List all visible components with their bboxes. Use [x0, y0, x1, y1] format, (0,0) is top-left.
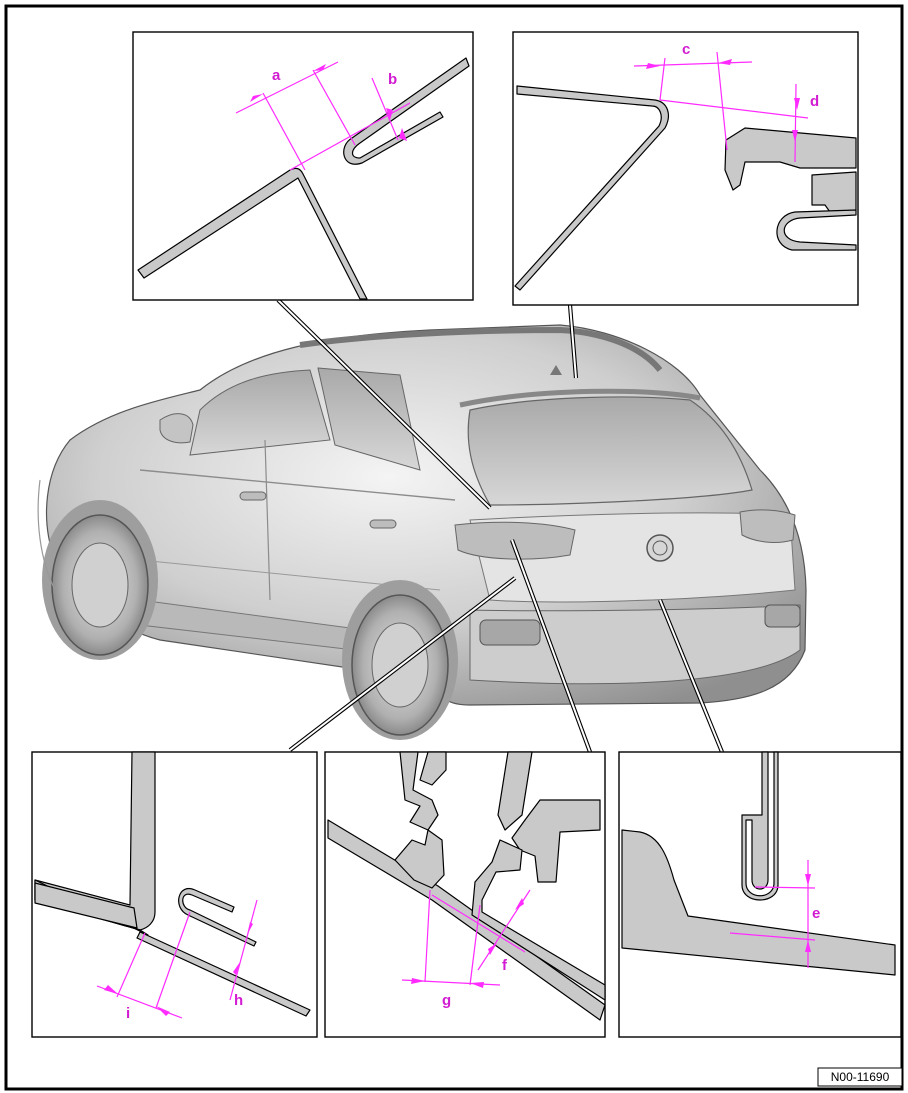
dimension-label-i: i — [126, 1005, 130, 1022]
dimension-label-h: h — [234, 992, 243, 1009]
dimension-label-b: b — [388, 71, 397, 88]
dimension-label-c: c — [682, 41, 690, 58]
reference-code-box: N00-11690 — [817, 1067, 903, 1087]
reference-code: N00-11690 — [831, 1070, 890, 1084]
dimension-label-f: f — [502, 957, 508, 974]
dimension-label-g: g — [442, 992, 451, 1009]
detail-panel-top-right: c d — [512, 31, 859, 306]
detail-panel-bottom-left: h i — [31, 751, 318, 1038]
dimension-label-e: e — [812, 905, 820, 922]
detail-panel-bottom-right: e — [618, 751, 902, 1038]
detail-panel-top-left: a b — [132, 31, 474, 301]
dimension-label-a: a — [272, 67, 281, 84]
outer-frame — [4, 4, 904, 1091]
leader-lines — [276, 298, 724, 753]
dimension-label-d: d — [810, 93, 819, 110]
car-illustration — [37, 324, 807, 740]
detail-panel-bottom-middle: f g — [324, 751, 606, 1038]
